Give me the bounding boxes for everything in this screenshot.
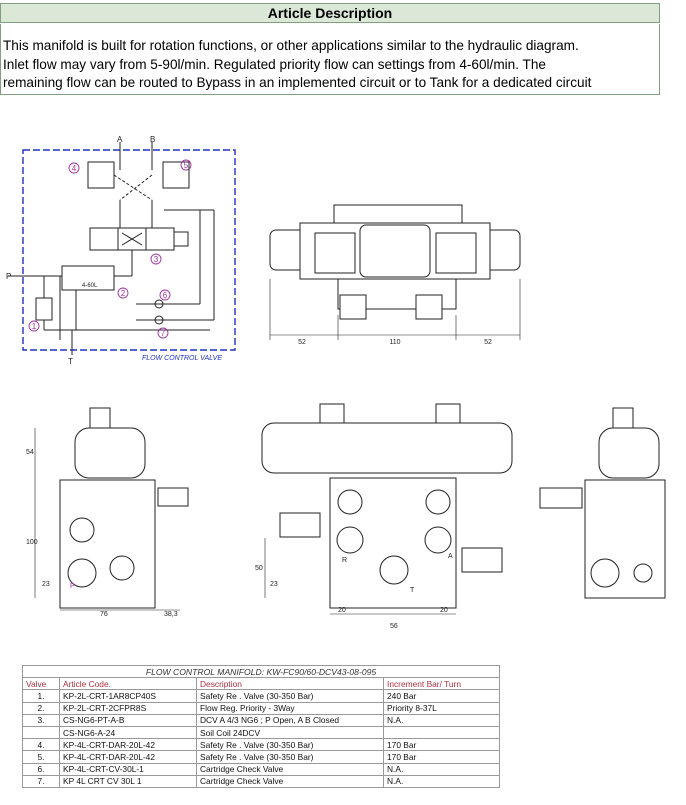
description-line-2: Inlet flow may vary from 5-90l/min. Regu… xyxy=(3,56,546,72)
table-cell: Priority 8-37L xyxy=(383,701,500,715)
schematic-port-a: A xyxy=(117,135,123,144)
schematic-callout-6: 6 xyxy=(163,291,168,300)
article-description-header: Article Description xyxy=(0,3,660,23)
description-line-1: This manifold is built for rotation func… xyxy=(3,38,579,53)
front-port-t: T xyxy=(410,587,415,594)
table-cell: N.A. xyxy=(383,762,500,776)
table-cell: KP-4L-CRT-CV-30L-1 xyxy=(59,762,197,776)
table-header-description: Description xyxy=(196,677,384,691)
table-cell: CS-NG6-PT-A-B xyxy=(59,713,197,727)
front-view-drawing: 50 23 20 20 56 R A T xyxy=(255,403,513,630)
table-cell: 7. xyxy=(22,774,60,788)
table-row: 4. KP-4L-CRT-DAR-20L-42 Safety Re . Valv… xyxy=(22,738,500,752)
table-header-article: Article Code. xyxy=(59,677,197,691)
table-cell: 1. xyxy=(22,689,60,703)
table-cell: 240 Bar xyxy=(383,689,500,703)
table-cell: 4. xyxy=(22,738,60,752)
dim-front-h2: 23 xyxy=(270,581,278,588)
table-header-increment: Increment Bar/ Turn xyxy=(383,677,500,691)
dim-side-w2: 38,3 xyxy=(164,611,178,618)
table-cell: Safety Re . Valve (30-350 Bar) xyxy=(196,750,384,764)
dim-front-w3: 56 xyxy=(390,623,398,630)
table-cell: KP-2L-CRT-2CFPR8S xyxy=(59,701,197,715)
table-row: 5. KP-4L-CRT-DAR-20L-42 Safety Re . Valv… xyxy=(22,750,500,764)
table-cell: CS-NG6-A-24 xyxy=(59,725,197,740)
table-cell: KP-2L-CRT-1AR8CP40S xyxy=(59,689,197,703)
table-cell: 6. xyxy=(22,762,60,776)
table-cell: Safety Re . Valve (30-350 Bar) xyxy=(196,738,384,752)
table-cell: Cartridge Check Valve xyxy=(196,774,384,788)
schematic-callout-1: 1 xyxy=(32,322,37,331)
table-header-valve: Valve xyxy=(22,677,60,691)
schematic-port-t: T xyxy=(68,357,73,366)
table-row: 7. KP 4L CRT CV 30L 1 Cartridge Check Va… xyxy=(22,774,500,788)
table-row: 1. KP-2L-CRT-1AR8CP40S Safety Re . Valve… xyxy=(22,689,500,703)
table-cell: KP-4L-CRT-DAR-20L-42 xyxy=(59,738,197,752)
hydraulic-schematic: 4 2 3 5 6 7 1 A B P T 4-60L FLOW CONTROL… xyxy=(6,135,236,366)
table-cell: N.A. xyxy=(383,713,500,727)
table-title: FLOW CONTROL MANIFOLD: KW-FC90/60-DCV43-… xyxy=(22,664,500,679)
schematic-caption: FLOW CONTROL VALVE xyxy=(142,355,222,362)
schematic-flow-label: 4-60L xyxy=(82,283,98,289)
table-row: CS-NG6-A-24 Soil Coil 24DCV xyxy=(22,725,500,740)
right-side-view xyxy=(539,407,666,599)
dim-side-w1: 76 xyxy=(100,611,108,618)
table-row: 3. CS-NG6-PT-A-B DCV A 4/3 NG6 ; P Open,… xyxy=(22,713,500,727)
table-cell: KP-4L-CRT-DAR-20L-42 xyxy=(59,750,197,764)
table-cell xyxy=(22,725,60,740)
table-cell: Safety Re . Valve (30-350 Bar) xyxy=(196,689,384,703)
dim-side-port-p: P xyxy=(70,583,75,590)
dim-front-w1: 20 xyxy=(338,607,346,614)
dim-front-w2: 20 xyxy=(440,607,448,614)
schematic-callout-2: 2 xyxy=(121,289,126,298)
top-view-drawing: 52 110 52 xyxy=(269,204,521,346)
left-side-view: 54 100 23 76 38,3 P xyxy=(26,407,189,618)
description-line-3: remaining flow can be routed to Bypass i… xyxy=(3,75,592,90)
schematic-callout-5: 5 xyxy=(184,161,189,170)
dim-side-low: 23 xyxy=(42,581,50,588)
table-cell: Soil Coil 24DCV xyxy=(196,725,384,740)
table-cell: Flow Reg. Priority - 3Way xyxy=(196,701,384,715)
front-port-r: R xyxy=(342,557,347,564)
table-cell: 170 Bar xyxy=(383,750,500,764)
table-cell xyxy=(383,725,500,740)
dim-side-height: 54 xyxy=(26,449,34,456)
dim-top-left: 52 xyxy=(298,339,306,346)
front-port-a: A xyxy=(448,553,453,560)
table-cell: Cartridge Check Valve xyxy=(196,762,384,776)
table-cell: DCV A 4/3 NG6 ; P Open, A B Closed xyxy=(196,713,384,727)
parts-table: FLOW CONTROL MANIFOLD: KW-FC90/60-DCV43-… xyxy=(22,664,500,788)
schematic-callout-7: 7 xyxy=(161,329,166,338)
table-row: 2. KP-2L-CRT-2CFPR8S Flow Reg. Priority … xyxy=(22,701,500,715)
table-cell: 170 Bar xyxy=(383,738,500,752)
schematic-port-b: B xyxy=(150,135,155,144)
table-cell: KP 4L CRT CV 30L 1 xyxy=(59,774,197,788)
table-cell: 2. xyxy=(22,701,60,715)
dim-top-mid: 110 xyxy=(389,339,400,346)
table-cell: 5. xyxy=(22,750,60,764)
table-cell: 3. xyxy=(22,713,60,727)
dim-side-body: 100 xyxy=(26,539,38,546)
table-row: 6. KP-4L-CRT-CV-30L-1 Cartridge Check Va… xyxy=(22,762,500,776)
dim-top-right: 52 xyxy=(484,339,492,346)
dim-front-h1: 50 xyxy=(255,565,263,572)
schematic-callout-4: 4 xyxy=(72,164,77,173)
header-title: Article Description xyxy=(267,5,393,21)
schematic-callout-3: 3 xyxy=(154,255,159,264)
table-cell: N.A. xyxy=(383,774,500,788)
schematic-port-p: P xyxy=(6,272,11,281)
article-description-text: This manifold is built for rotation func… xyxy=(0,24,660,95)
